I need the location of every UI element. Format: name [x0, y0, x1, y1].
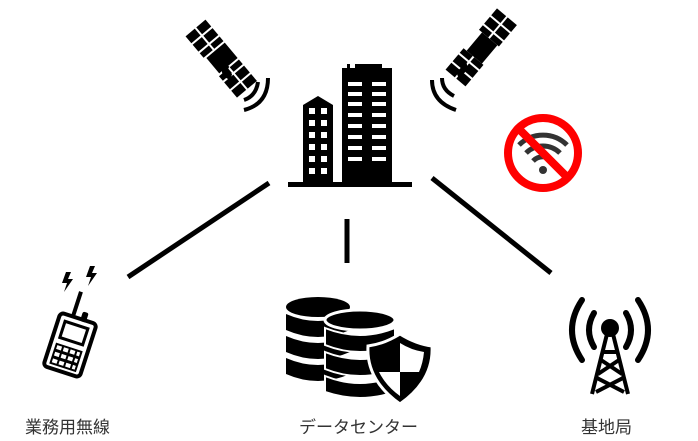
signal-waves-icon	[221, 63, 270, 112]
lightning-icon	[62, 266, 97, 292]
node-label-tower: 基地局	[581, 418, 632, 438]
node-label-radio: 業務用無線	[25, 418, 110, 438]
walkie-talkie-icon	[42, 266, 98, 379]
radio-tower-icon	[569, 297, 651, 395]
no-wifi-icon	[504, 114, 582, 192]
building-icon	[288, 64, 412, 187]
database-shield-icon	[286, 297, 434, 406]
node-label-datacenter: データセンター	[299, 418, 418, 438]
satellite-icon	[445, 8, 517, 87]
line-to-radio	[126, 180, 271, 280]
line-to-tower	[430, 176, 553, 275]
connector-lines	[126, 176, 553, 280]
satellite-icon	[185, 19, 257, 98]
signal-waves-icon	[430, 60, 468, 112]
